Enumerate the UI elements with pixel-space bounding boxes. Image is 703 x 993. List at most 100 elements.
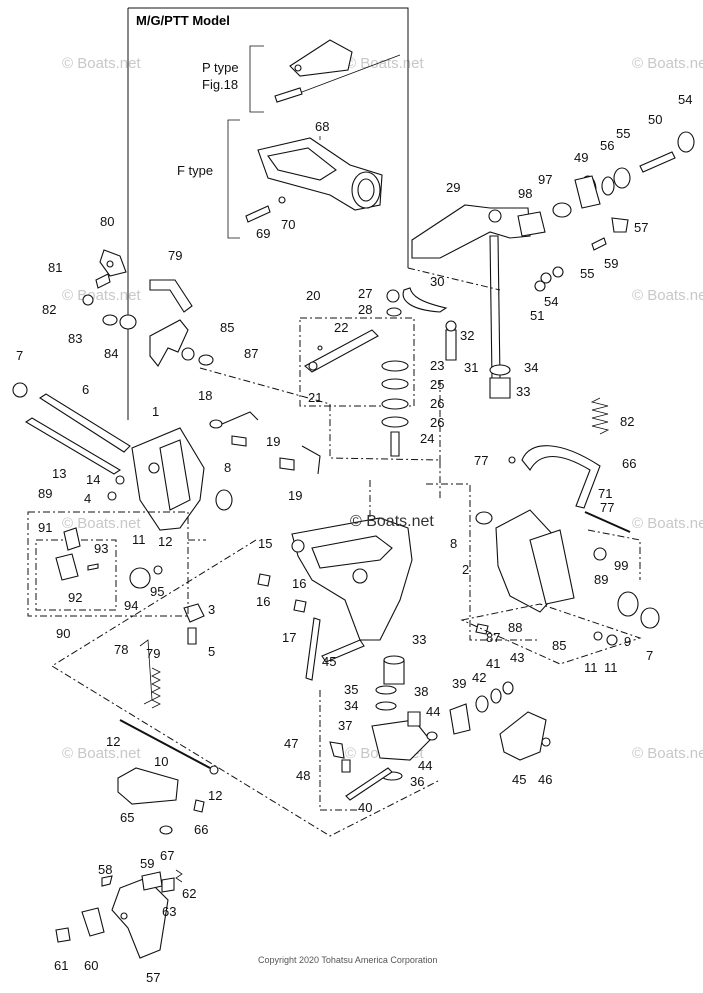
- part-number: 23: [430, 358, 444, 373]
- part-number: 59: [604, 256, 618, 271]
- part-number: 85: [220, 320, 234, 335]
- part-number: 33: [516, 384, 530, 399]
- part-number: 12: [106, 734, 120, 749]
- part-number: 99: [614, 558, 628, 573]
- swivel-case-15: [291, 517, 413, 641]
- part-number: 31: [464, 360, 478, 375]
- part-number: 54: [678, 92, 692, 107]
- swivel-bracket-29: [411, 204, 546, 381]
- part-number: 56: [600, 138, 614, 153]
- part-number: 27: [358, 286, 372, 301]
- part-number: 39: [452, 676, 466, 691]
- f-type-label: F type: [177, 163, 213, 178]
- part-number: 90: [56, 626, 70, 641]
- kit-box-92: [27, 511, 189, 617]
- part-number: 68: [315, 119, 329, 134]
- part-number: 7: [16, 348, 23, 363]
- part-number: 95: [150, 584, 164, 599]
- part-number: 16: [256, 594, 270, 609]
- part-number: 83: [68, 331, 82, 346]
- part-number: 12: [208, 788, 222, 803]
- part-number: 1: [152, 404, 159, 419]
- watermark-text: © Boats.net: [62, 745, 141, 762]
- rod-70: [584, 511, 631, 533]
- part-number: 41: [486, 656, 500, 671]
- model-box: M/G/PTT Model P type Fig.18 F type: [127, 7, 409, 420]
- part-number: 34: [344, 698, 358, 713]
- part-number: 89: [594, 572, 608, 587]
- part-number: 59: [140, 856, 154, 871]
- p-type-bracket: [274, 39, 401, 103]
- part-number: 54: [544, 294, 558, 309]
- part-number: 45: [512, 772, 526, 787]
- part-number: 40: [358, 800, 372, 815]
- part-number: 46: [538, 772, 552, 787]
- model-title: M/G/PTT Model: [136, 13, 230, 28]
- part-number: 79: [168, 248, 182, 263]
- watermark-text: © Boats.net: [632, 515, 703, 532]
- clip-30-group: [386, 287, 448, 317]
- part-number: 60: [84, 958, 98, 973]
- assembly-leader-lines: [51, 267, 642, 837]
- part-number: 66: [194, 822, 208, 837]
- lower-right-parts: [426, 681, 551, 761]
- p-type-label: P type: [202, 60, 239, 75]
- part-number: 48: [296, 768, 310, 783]
- spring-82: [590, 397, 610, 435]
- bracket-59-group: [55, 869, 183, 959]
- watermark-text: © Boats.net: [345, 55, 424, 72]
- part-number: 81: [48, 260, 62, 275]
- part-number: 26: [430, 415, 444, 430]
- watermark-text: © Boats.net: [62, 55, 141, 72]
- part-number: 20: [306, 288, 320, 303]
- part-number: 25: [430, 377, 444, 392]
- part-number: 19: [288, 488, 302, 503]
- part-number: 44: [426, 704, 440, 719]
- part-number: 92: [68, 590, 82, 605]
- part-number: 97: [538, 172, 552, 187]
- part-number: 26: [430, 396, 444, 411]
- part-number: 69: [256, 226, 270, 241]
- part-number: 3: [208, 602, 215, 617]
- copyright-text: Copyright 2020 Tohatsu America Corporati…: [258, 955, 438, 965]
- part-number: 50: [648, 112, 662, 127]
- part-number: 63: [162, 904, 176, 919]
- part-number: 94: [124, 598, 138, 613]
- part-number: 36: [410, 774, 424, 789]
- part-number: 93: [94, 541, 108, 556]
- p-type-fig: Fig.18: [202, 77, 238, 92]
- part-number: 77: [600, 500, 614, 515]
- part-number: 30: [430, 274, 444, 289]
- part-number: 13: [52, 466, 66, 481]
- bracket-67: [117, 767, 205, 835]
- part-number: 29: [446, 180, 460, 195]
- part-number: 6: [82, 382, 89, 397]
- grease-fittings: [209, 411, 321, 475]
- center-watermark: © Boats.net: [350, 513, 434, 530]
- part-number: 89: [38, 486, 52, 501]
- part-number: 82: [42, 302, 56, 317]
- part-number: 4: [84, 491, 91, 506]
- part-number: 58: [98, 862, 112, 877]
- part-number: 24: [420, 431, 434, 446]
- part-number: 43: [510, 650, 524, 665]
- tilt-handle-66: [508, 445, 601, 509]
- part-number: 2: [462, 562, 469, 577]
- part-number: 98: [518, 186, 532, 201]
- part-number: 7: [646, 648, 653, 663]
- lock-lever-group: [82, 249, 214, 367]
- part-number: 17: [282, 630, 296, 645]
- part-number: 79: [146, 646, 160, 661]
- part-number: 88: [508, 620, 522, 635]
- part-number: 80: [100, 214, 114, 229]
- part-number: 16: [292, 576, 306, 591]
- part-number: 8: [450, 536, 457, 551]
- left-shaft-group: [12, 382, 131, 501]
- part-number: 44: [418, 758, 432, 773]
- part-number: 19: [266, 434, 280, 449]
- clamp-bracket-1: [131, 427, 233, 531]
- part-number: 49: [574, 150, 588, 165]
- part-number: 18: [198, 388, 212, 403]
